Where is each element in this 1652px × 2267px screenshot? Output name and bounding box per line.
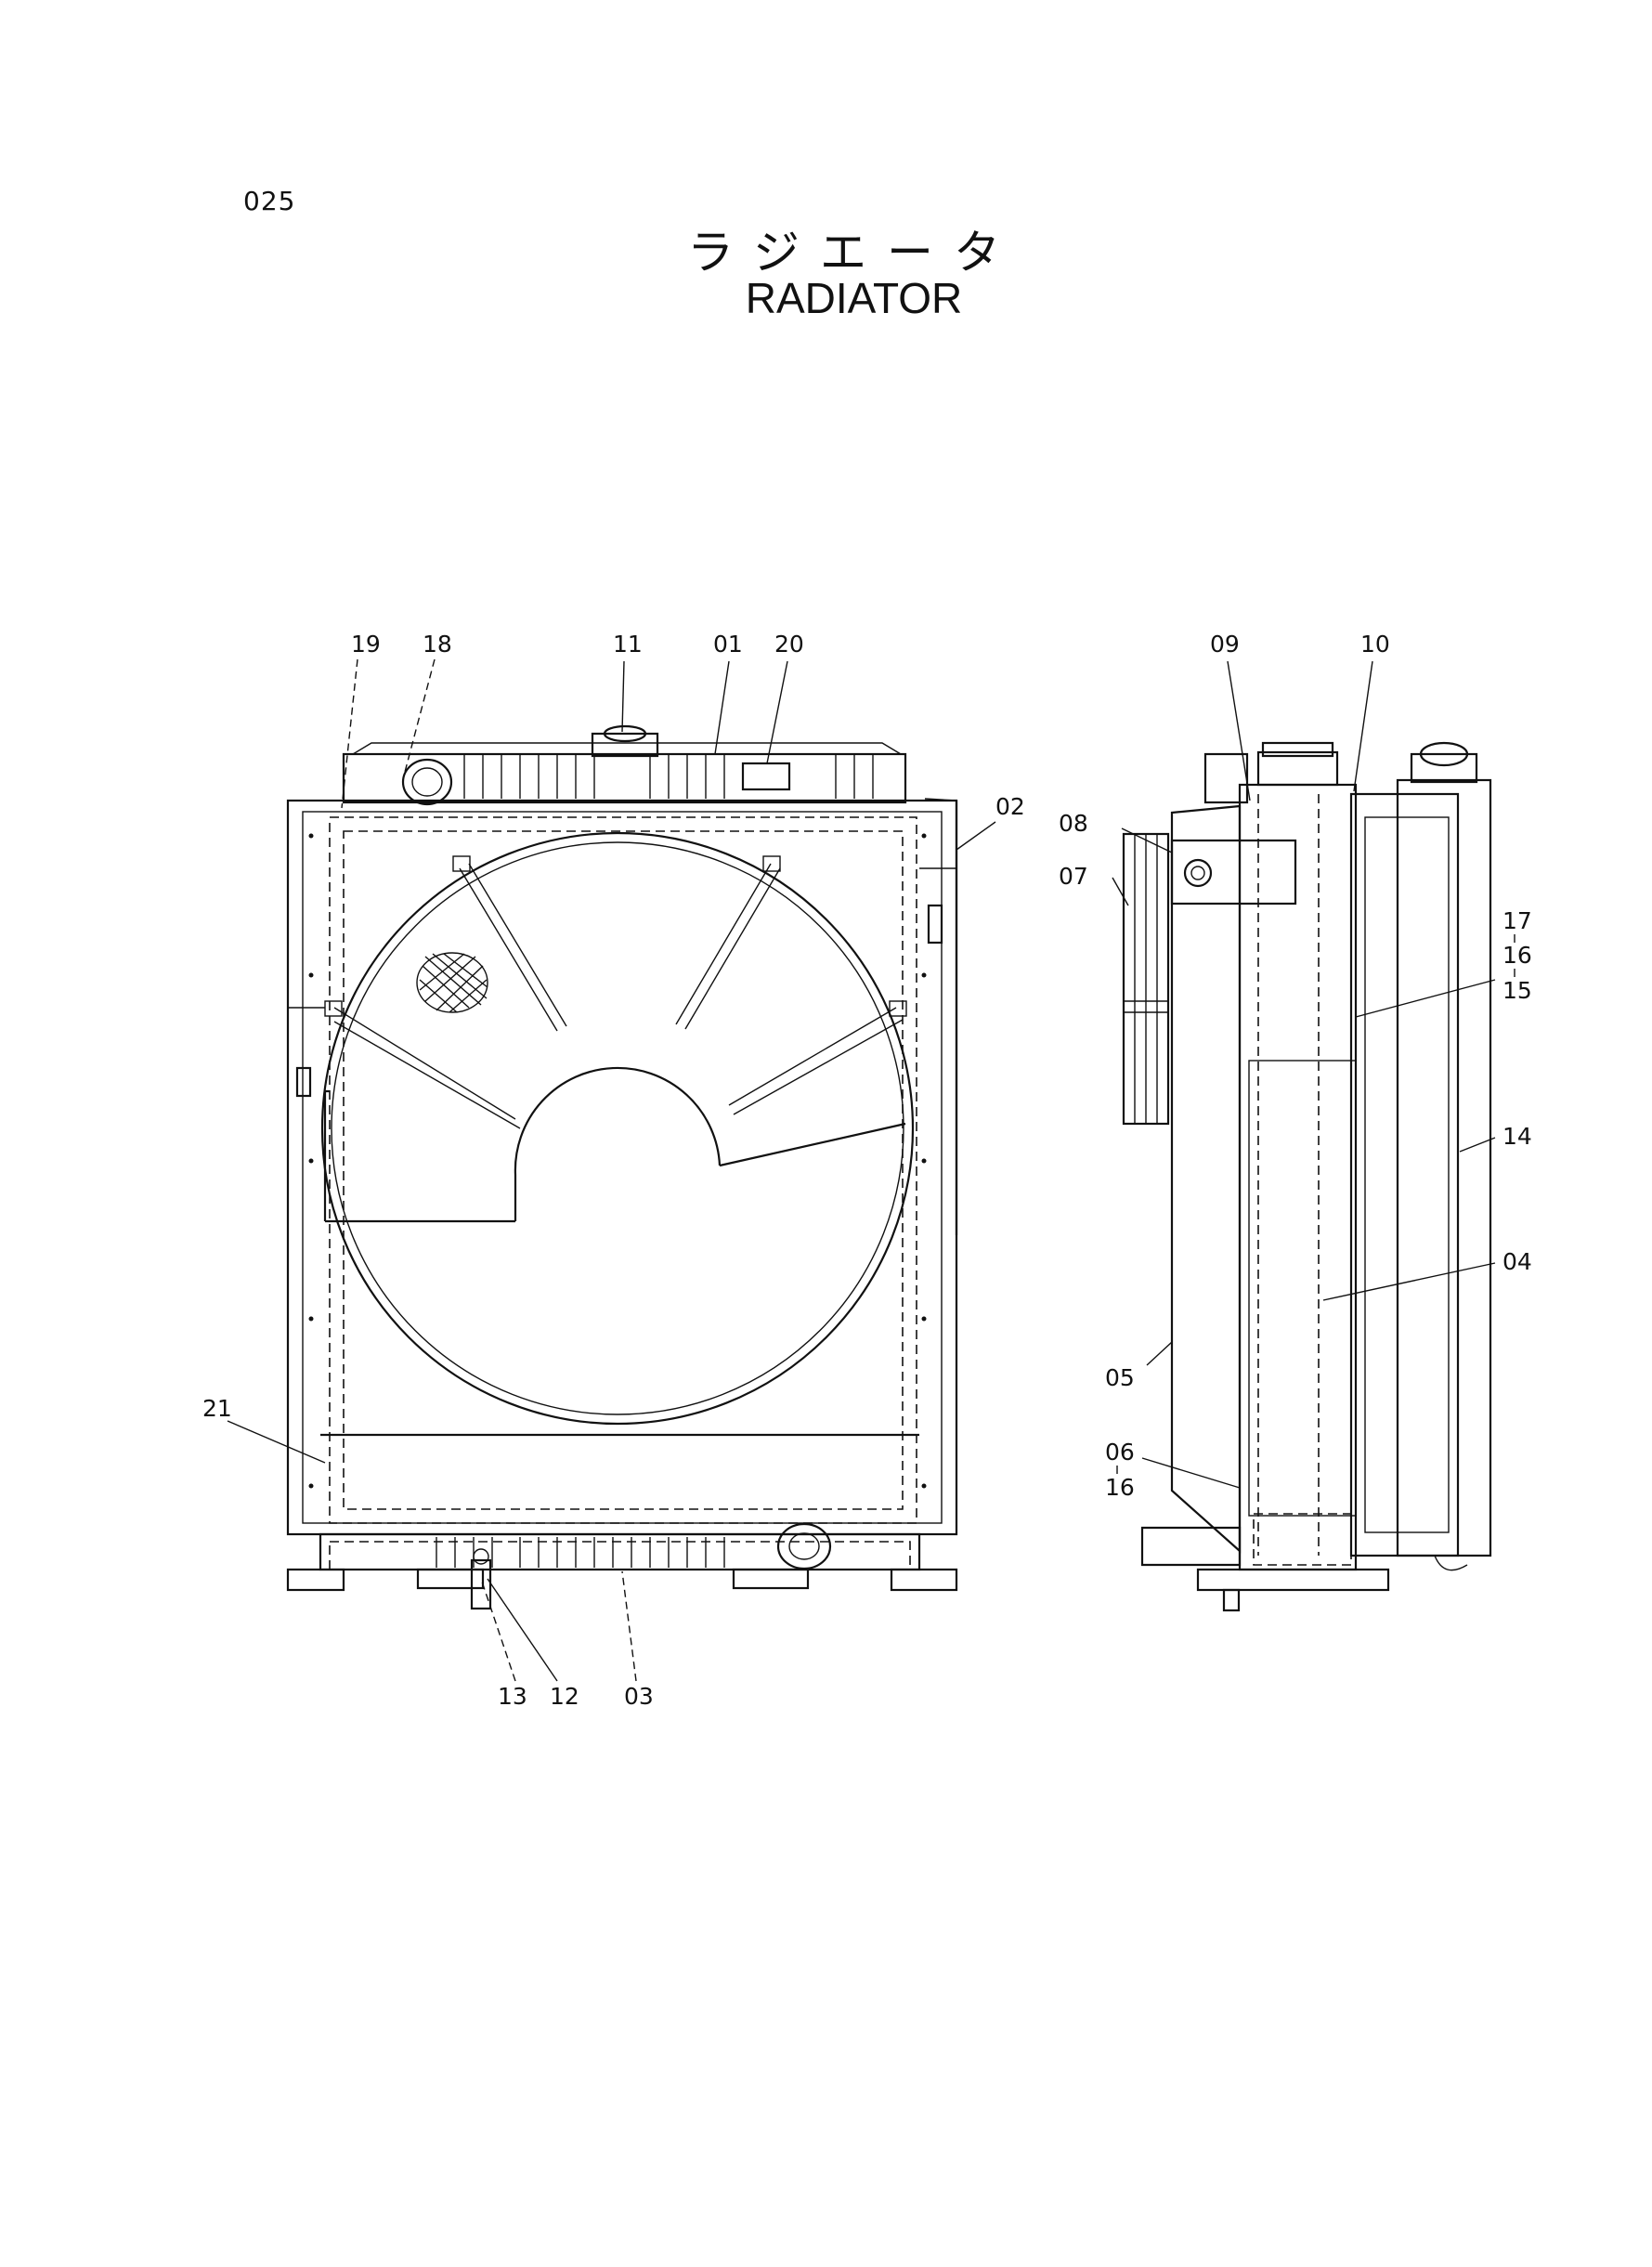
title-japanese: ラジエータ xyxy=(687,226,1021,280)
callout-15: 15 xyxy=(1502,977,1532,1004)
lower-tank xyxy=(286,1433,958,1610)
callout-06: 06 xyxy=(1105,1439,1135,1466)
callout-09: 09 xyxy=(1210,631,1240,658)
side-shroud xyxy=(1170,804,1242,1554)
title-english: RADIATOR xyxy=(745,274,963,322)
callout-02: 02 xyxy=(995,793,1025,820)
callout-14: 14 xyxy=(1502,1123,1532,1150)
fan-guard xyxy=(323,855,907,1223)
callout-01: 01 xyxy=(713,631,743,658)
callout-21: 21 xyxy=(202,1395,232,1422)
page-number: 025 xyxy=(243,186,296,216)
callout-11: 11 xyxy=(613,631,643,658)
fan-ring xyxy=(320,831,915,1426)
callout-18: 18 xyxy=(423,631,452,658)
callout-08: 08 xyxy=(1059,810,1088,837)
callout-20: 20 xyxy=(774,631,804,658)
callout-13: 13 xyxy=(498,1683,527,1710)
callout-10: 10 xyxy=(1360,631,1390,658)
callout-05: 05 xyxy=(1105,1364,1135,1391)
callout-03: 03 xyxy=(624,1683,654,1710)
fan-guard-side xyxy=(1122,832,1170,1126)
callout-07: 07 xyxy=(1059,863,1088,890)
callout-19: 19 xyxy=(351,631,381,658)
callout-labels: 19 18 11 01 20 02 21 13 12 03 09 10 08 0… xyxy=(202,631,1532,1710)
callout-16-upper: 16 xyxy=(1502,942,1532,969)
callout-04: 04 xyxy=(1502,1248,1532,1275)
callout-12: 12 xyxy=(550,1683,579,1710)
callout-16-lower: 16 xyxy=(1105,1474,1135,1501)
radiator-core xyxy=(1238,783,1358,1571)
upper-tank xyxy=(342,724,907,806)
leader-lines xyxy=(227,658,1496,1682)
front-view xyxy=(286,724,958,1610)
callout-17: 17 xyxy=(1502,907,1532,934)
oil-cooler xyxy=(1349,741,1492,1571)
side-view xyxy=(1122,741,1492,1612)
